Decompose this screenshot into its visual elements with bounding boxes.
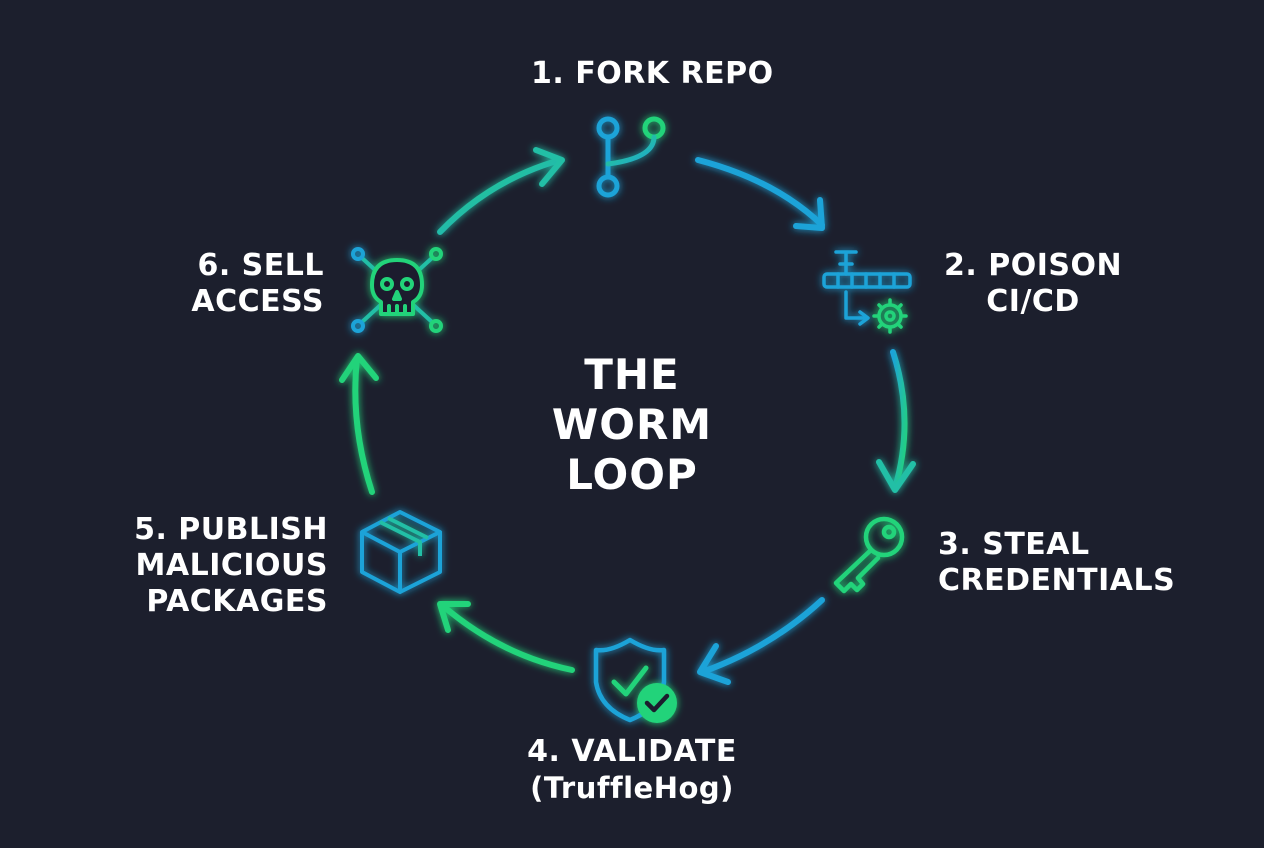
step-6-label: 6. SELL ACCESS [168, 248, 324, 320]
arrow-steal-to-validate [697, 597, 825, 685]
step-4-line-1: 4. VALIDATE [527, 734, 737, 769]
git-fork-icon [596, 116, 666, 198]
title-line-3: LOOP [566, 450, 698, 499]
title-line-1: THE [584, 350, 680, 399]
step-3-line-2: CREDENTIALS [938, 563, 1176, 598]
shield-check-icon [593, 637, 677, 723]
step-6-line-2: ACCESS [191, 284, 324, 319]
step-3-label: 3. STEAL CREDENTIALS [938, 527, 1175, 599]
arrow-sell-to-fork [437, 147, 565, 235]
step-6-line-1: 6. SELL [197, 248, 324, 283]
step-5-line-3: PACKAGES [146, 584, 328, 619]
key-icon [833, 516, 905, 594]
package-box-icon [360, 510, 442, 594]
step-1-line-1: 1. FORK REPO [531, 56, 774, 91]
step-5-line-2: MALICIOUS [135, 548, 328, 583]
step-2-line-2: CI/CD [986, 284, 1080, 319]
step-4-line-2: (TruffleHog) [530, 771, 734, 805]
step-5-label: 5. PUBLISH MALICIOUS PACKAGES [128, 512, 328, 620]
diagram-title: THE WORM LOOP [532, 350, 732, 500]
skull-crossbones-icon [351, 247, 443, 333]
step-2-line-1: 2. POISON [944, 248, 1123, 283]
step-5-line-1: 5. PUBLISH [134, 512, 328, 547]
title-line-2: WORM [551, 400, 713, 449]
step-3-line-1: 3. STEAL [938, 527, 1090, 562]
arrow-fork-to-poison [695, 157, 825, 231]
arrow-poison-to-steal [876, 349, 916, 493]
pipeline-gear-icon [822, 250, 912, 334]
step-4-label: 4. VALIDATE (TruffleHog) [512, 734, 752, 806]
arrow-publish-to-sell [339, 353, 379, 495]
step-1-label: 1. FORK REPO [531, 56, 774, 92]
step-2-label: 2. POISON CI/CD [944, 248, 1122, 320]
arrow-validate-to-publish [437, 601, 575, 673]
